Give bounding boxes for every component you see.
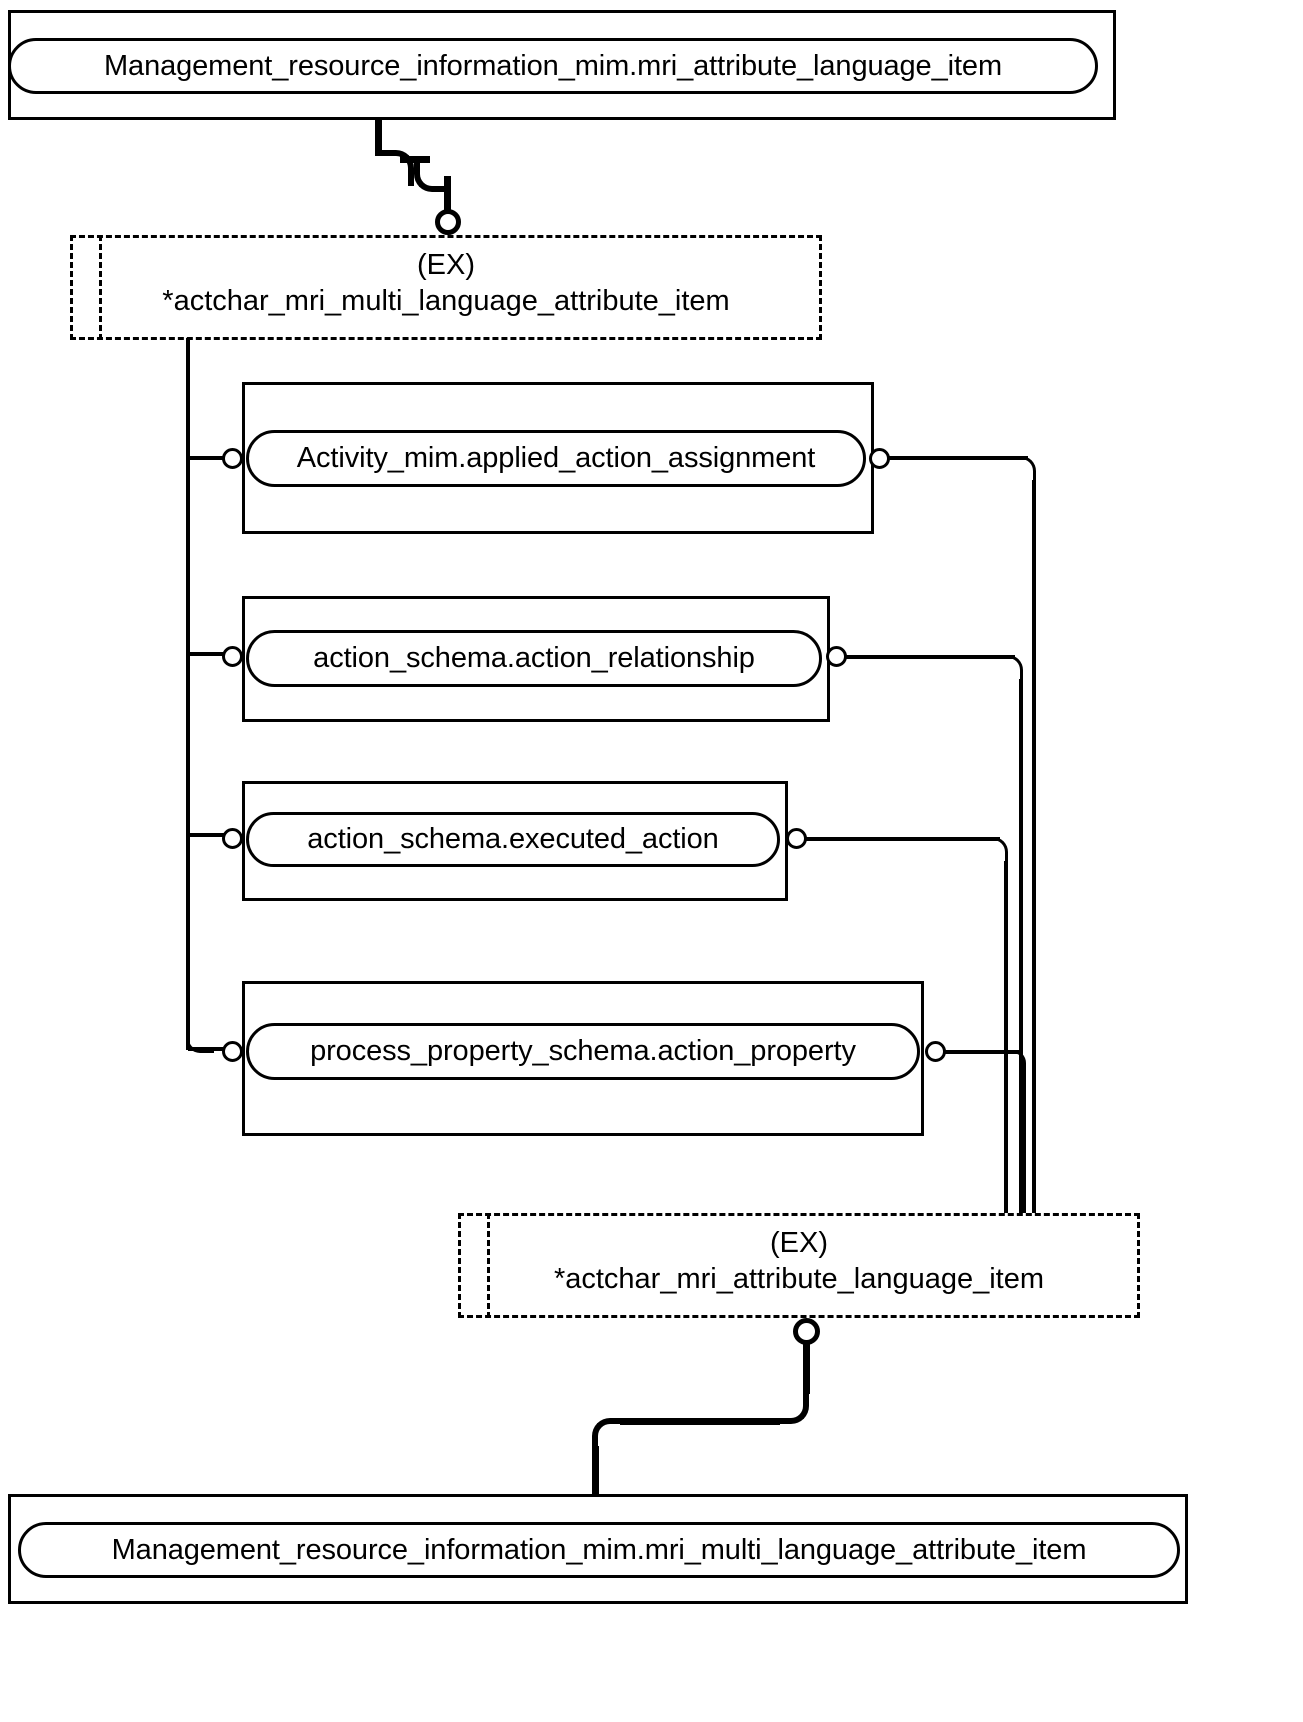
schema-box-bottom-tag: (EX) bbox=[770, 1227, 828, 1259]
entity-4-right-stub bbox=[944, 1050, 1022, 1054]
bottom-connector-curve-b bbox=[592, 1418, 628, 1454]
top-connector-v1 bbox=[375, 120, 382, 156]
entity-2-left-circle[interactable] bbox=[222, 646, 243, 667]
entity-3-left-circle[interactable] bbox=[222, 828, 243, 849]
entity-1-right-elbow bbox=[1006, 456, 1036, 486]
top-connector-curve-a bbox=[378, 150, 414, 186]
entity-3-right-down bbox=[1004, 861, 1008, 1215]
entity-3-left-stub bbox=[188, 833, 224, 837]
schema-box-top-inner-bar bbox=[99, 235, 102, 340]
entity-2-right-stub bbox=[845, 655, 1015, 659]
entity-4-label: process_property_schema.action_property bbox=[310, 1035, 856, 1067]
entity-3-capsule[interactable]: action_schema.executed_action bbox=[246, 812, 780, 867]
entity-3-label: action_schema.executed_action bbox=[307, 823, 719, 855]
entity-4-capsule[interactable]: process_property_schema.action_property bbox=[246, 1023, 920, 1080]
entity-4-right-circle[interactable] bbox=[925, 1041, 946, 1062]
entity-1-capsule[interactable]: Activity_mim.applied_action_assignment bbox=[246, 430, 866, 487]
bottom-connector-h bbox=[620, 1418, 780, 1425]
entity-2-left-stub bbox=[188, 652, 224, 656]
schema-box-top-tag: (EX) bbox=[417, 249, 475, 281]
schema-box-top-name: *actchar_mri_multi_language_attribute_it… bbox=[162, 285, 730, 317]
top-entity-capsule[interactable]: Management_resource_information_mim.mri_… bbox=[8, 38, 1098, 94]
bottom-entity-label: Management_resource_information_mim.mri_… bbox=[111, 1533, 1087, 1566]
top-entity-label: Management_resource_information_mim.mri_… bbox=[103, 49, 1002, 82]
entity-1-right-stub bbox=[888, 456, 1028, 460]
schema-box-bottom-name: *actchar_mri_attribute_language_item bbox=[553, 1263, 1045, 1295]
entity-1-label: Activity_mim.applied_action_assignment bbox=[296, 442, 816, 474]
entity-2-right-elbow bbox=[993, 655, 1023, 685]
top-connector-curve-b bbox=[414, 156, 450, 192]
entity-2-right-down bbox=[1019, 679, 1023, 1215]
left-trunk-bottom-elbow bbox=[186, 1025, 214, 1053]
bottom-connector-circle[interactable] bbox=[793, 1318, 820, 1345]
schema-box-bottom[interactable]: (EX) *actchar_mri_attribute_language_ite… bbox=[458, 1213, 1140, 1318]
entity-3-right-stub bbox=[805, 837, 1000, 841]
bottom-connector-v2 bbox=[592, 1446, 599, 1496]
bottom-entity-capsule[interactable]: Management_resource_information_mim.mri_… bbox=[18, 1522, 1180, 1578]
entity-4-right-elbow bbox=[1000, 1050, 1026, 1076]
entity-2-right-circle[interactable] bbox=[826, 646, 847, 667]
entity-1-right-down bbox=[1032, 480, 1036, 1215]
entity-1-left-circle[interactable] bbox=[222, 448, 243, 469]
entity-4-right-down bbox=[1022, 1070, 1026, 1215]
entity-4-left-circle[interactable] bbox=[222, 1041, 243, 1062]
bottom-connector-curve-a bbox=[773, 1388, 809, 1424]
entity-3-right-circle[interactable] bbox=[786, 828, 807, 849]
entity-3-right-elbow bbox=[978, 837, 1008, 867]
top-connector-v2 bbox=[444, 176, 451, 212]
schema-box-top[interactable]: (EX) *actchar_mri_multi_language_attribu… bbox=[70, 235, 822, 340]
schema-box-bottom-inner-bar bbox=[487, 1213, 490, 1318]
entity-1-left-stub bbox=[188, 456, 224, 460]
entity-2-label: action_schema.action_relationship bbox=[313, 642, 755, 674]
entity-2-capsule[interactable]: action_schema.action_relationship bbox=[246, 630, 822, 687]
top-connector-circle[interactable] bbox=[435, 209, 461, 235]
bottom-connector-v1 bbox=[803, 1342, 810, 1394]
entity-1-right-circle[interactable] bbox=[869, 448, 890, 469]
left-trunk bbox=[186, 338, 190, 1050]
